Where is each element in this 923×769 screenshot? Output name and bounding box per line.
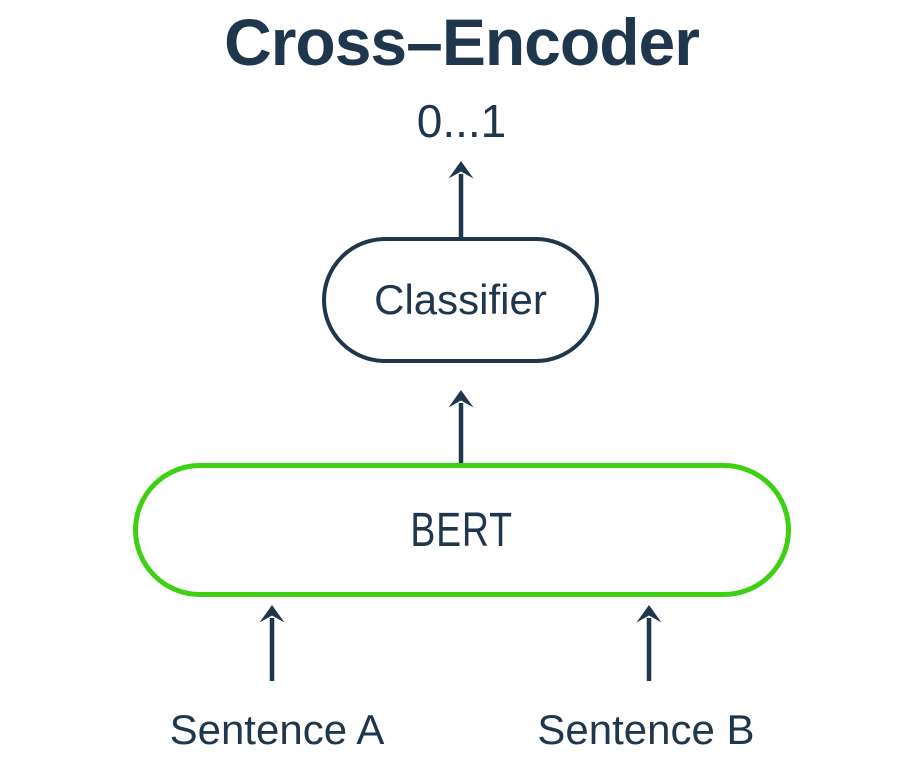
arrow-up-icon <box>448 161 474 238</box>
output-score-label: 0...1 <box>416 95 507 147</box>
classifier-label: Classifier <box>374 276 547 323</box>
arrow-up-icon <box>448 390 474 466</box>
arrow-up-icon <box>259 605 285 681</box>
bert-node: BERT <box>133 463 791 597</box>
arrow-up-icon <box>636 605 662 681</box>
bert-label: BERT <box>410 503 514 557</box>
sentence-b-label: Sentence B <box>537 706 755 753</box>
diagram-title: Cross–Encoder <box>224 5 700 79</box>
classifier-node: Classifier <box>322 237 599 363</box>
sentence-a-label: Sentence A <box>169 706 385 753</box>
